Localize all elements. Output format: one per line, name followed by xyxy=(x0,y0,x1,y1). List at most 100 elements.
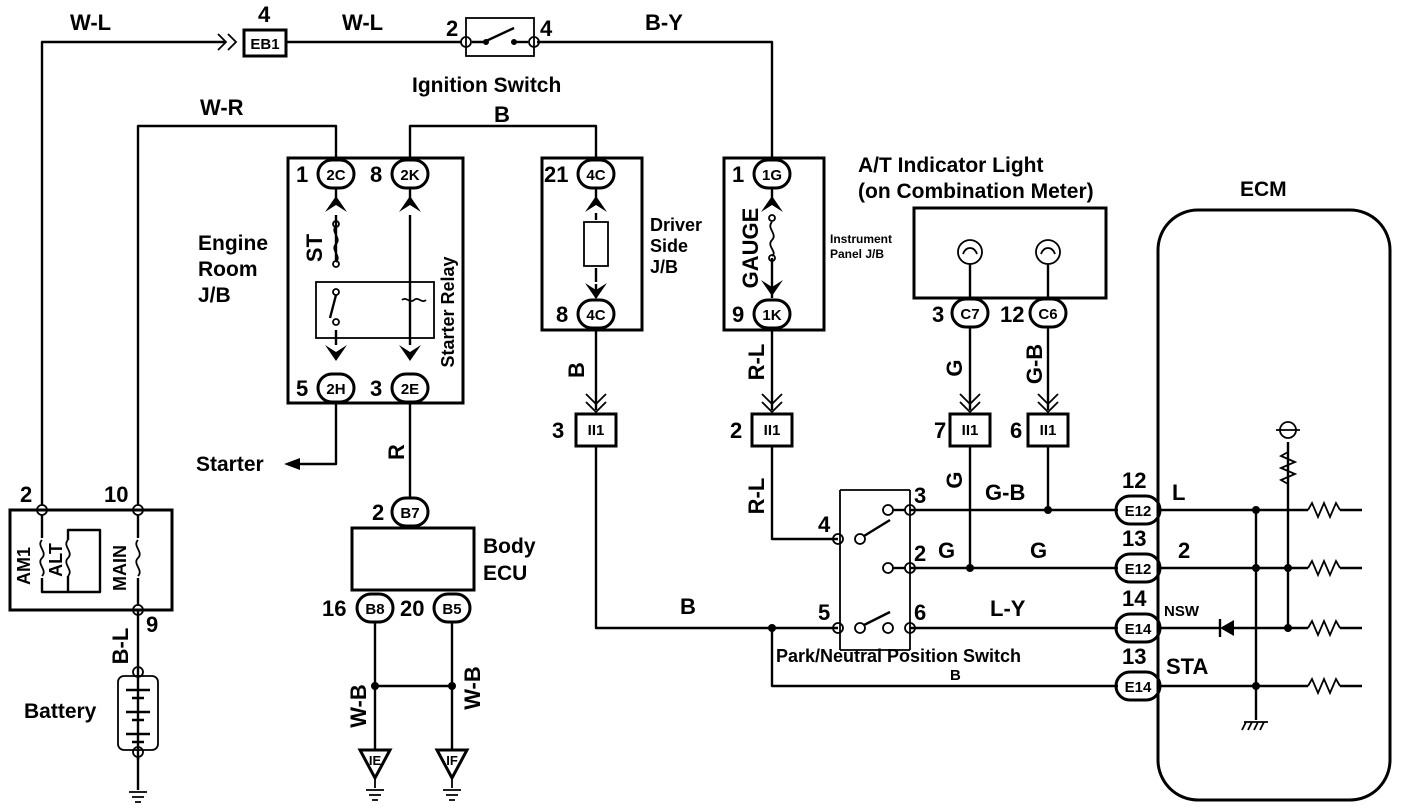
pin-ii1-d: 6 xyxy=(1010,418,1022,443)
starter-label: Starter xyxy=(196,453,264,476)
pin-ignition-out: 4 xyxy=(540,16,553,41)
ecm-terminal-2: 2 xyxy=(1178,538,1190,563)
gauge-fuse-label: GAUGE xyxy=(738,208,763,289)
wire-label-g-b-horizontal: G-B xyxy=(985,480,1025,505)
ecm-label: ECM xyxy=(1240,178,1287,201)
wire-label-r: R xyxy=(384,444,409,460)
wire-label-g-horizontal-b: G xyxy=(1030,538,1047,563)
engine-room-junction-block: Engine Room J/B 2C 1 2K 8 ST Starter Rel… xyxy=(198,156,465,405)
ignition-switch-label: Ignition Switch xyxy=(412,74,561,97)
body-ecu: B7 2 Body ECU B8 16 B5 20 xyxy=(322,496,536,624)
instrument-panel-label-line1: Instrument xyxy=(830,232,892,246)
ecm-terminal-nsw: NSW xyxy=(1164,603,1200,620)
pin-eb1: 4 xyxy=(258,2,271,27)
driver-side-label-line2: Side xyxy=(650,236,688,256)
st-fuse-label: ST xyxy=(302,233,327,262)
pin-fuse-am1: 2 xyxy=(20,482,32,507)
wire-label-b-driver: B xyxy=(564,362,589,378)
connector-label-b5: B5 xyxy=(442,601,461,618)
connector-label-c7: C7 xyxy=(960,306,979,323)
pin-1g: 1 xyxy=(732,162,744,187)
at-light-label-line2: (on Combination Meter) xyxy=(858,180,1094,203)
connector-label-eb1: EB1 xyxy=(250,36,279,53)
connector-eb1: EB1 4 xyxy=(217,2,288,58)
engine-room-label-line3: J/B xyxy=(198,284,231,307)
connector-label-e12-b: E12 xyxy=(1125,561,1152,578)
wire-label-w-r: W-R xyxy=(200,95,244,120)
connector-label-c6: C6 xyxy=(1038,306,1057,323)
at-light-label-line1: A/T Indicator Light xyxy=(858,154,1043,177)
connector-label-2e: 2E xyxy=(401,381,419,398)
pin-e12-b: 13 xyxy=(1122,526,1146,551)
pin-switch-4: 4 xyxy=(818,512,831,537)
pin-e14-a: 14 xyxy=(1122,586,1147,611)
connector-label-ii1-a: II1 xyxy=(588,422,605,439)
wire-label-b-top: B xyxy=(494,102,510,127)
wire-label-w-l-right: W-L xyxy=(342,10,383,35)
at-indicator-light: A/T Indicator Light (on Combination Mete… xyxy=(858,154,1108,329)
ecm-terminal-sta: STA xyxy=(1166,654,1208,679)
connector-label-ii1-c: II1 xyxy=(962,422,979,439)
fuse-label-alt: ALT xyxy=(46,543,66,577)
pin-b8: 16 xyxy=(322,596,346,621)
pin-b7: 2 xyxy=(372,500,384,525)
ground-if: IF xyxy=(434,748,470,801)
fuse-label-am1: AM1 xyxy=(14,547,34,585)
wire-labels: W-L W-L B-Y W-R B B B G-B G G L-Y B R R-… xyxy=(70,10,1047,728)
wire-network xyxy=(40,40,1362,760)
ground-ie: IE xyxy=(357,748,393,801)
connector-label-e14-a: E14 xyxy=(1125,621,1152,638)
pin-ignition-in: 2 xyxy=(446,16,458,41)
body-ecu-label-line1: Body xyxy=(483,535,536,558)
pin-1k: 9 xyxy=(732,302,744,327)
instrument-panel-label-line2: Panel J/B xyxy=(830,247,884,261)
pin-2c: 1 xyxy=(296,162,308,187)
pin-c7: 3 xyxy=(932,302,944,327)
pin-fuse-out: 9 xyxy=(146,612,158,637)
wire-label-b-l: B-L xyxy=(108,628,133,665)
pin-2e: 3 xyxy=(370,376,382,401)
wire-label-g-c7: G xyxy=(942,359,967,376)
park-neutral-label: Park/Neutral Position Switch xyxy=(776,646,1021,666)
wire-label-l-y: L-Y xyxy=(990,596,1026,621)
pin-ii1-c: 7 xyxy=(934,418,946,443)
connector-ii1-c: II1 7 xyxy=(934,393,992,448)
wire-label-w-b-left: W-B xyxy=(346,684,371,728)
wire-label-g-b-c6: G-B xyxy=(1022,344,1047,384)
wire-junctions xyxy=(371,506,1292,690)
pin-switch-6: 6 xyxy=(914,600,926,625)
wire-label-b-bottom: B xyxy=(680,594,696,619)
driver-side-label-line1: Driver xyxy=(650,215,702,235)
pin-e14-b: 13 xyxy=(1122,644,1146,669)
connector-label-e14-b: E14 xyxy=(1125,679,1152,696)
connector-label-1g: 1G xyxy=(762,167,782,184)
wire-label-g-vertical: G xyxy=(942,471,967,488)
pin-4c-bottom: 8 xyxy=(556,302,568,327)
wire-label-w-b-right: W-B xyxy=(460,666,485,710)
wire-label-b-y: B-Y xyxy=(645,10,683,35)
ground-label-if: IF xyxy=(446,753,458,768)
fuse-label-main: MAIN xyxy=(110,545,130,591)
connector-label-e12-a: E12 xyxy=(1125,503,1152,520)
engine-room-label-line1: Engine xyxy=(198,232,268,255)
wire-label-r-l-gauge: R-L xyxy=(744,344,769,381)
connector-ii1-d: II1 6 xyxy=(1010,393,1070,448)
battery: Battery xyxy=(24,666,159,803)
pin-switch-3: 3 xyxy=(914,483,926,508)
battery-label: Battery xyxy=(24,700,97,723)
pin-switch-2: 2 xyxy=(914,541,926,566)
driver-side-junction-block: 4C 21 4C 8 Driver Side J/B xyxy=(540,156,702,332)
connector-label-4c-bottom: 4C xyxy=(586,307,605,324)
wire-label-w-l-left: W-L xyxy=(70,10,111,35)
driver-side-label-line3: J/B xyxy=(650,257,678,277)
pin-switch-5: 5 xyxy=(818,600,830,625)
pin-b5: 20 xyxy=(400,596,424,621)
starter-output: Starter xyxy=(196,453,300,476)
pin-fuse-main: 10 xyxy=(104,482,128,507)
engine-room-label-line2: Room xyxy=(198,258,258,281)
ignition-switch: 2 4 Ignition Switch xyxy=(412,16,561,97)
wire-label-r-l-switch: R-L xyxy=(744,478,769,515)
instrument-panel-junction-block: 1G 1 GAUGE 1K 9 Instrument Panel J/B xyxy=(722,156,892,332)
pin-c6: 12 xyxy=(1000,302,1024,327)
